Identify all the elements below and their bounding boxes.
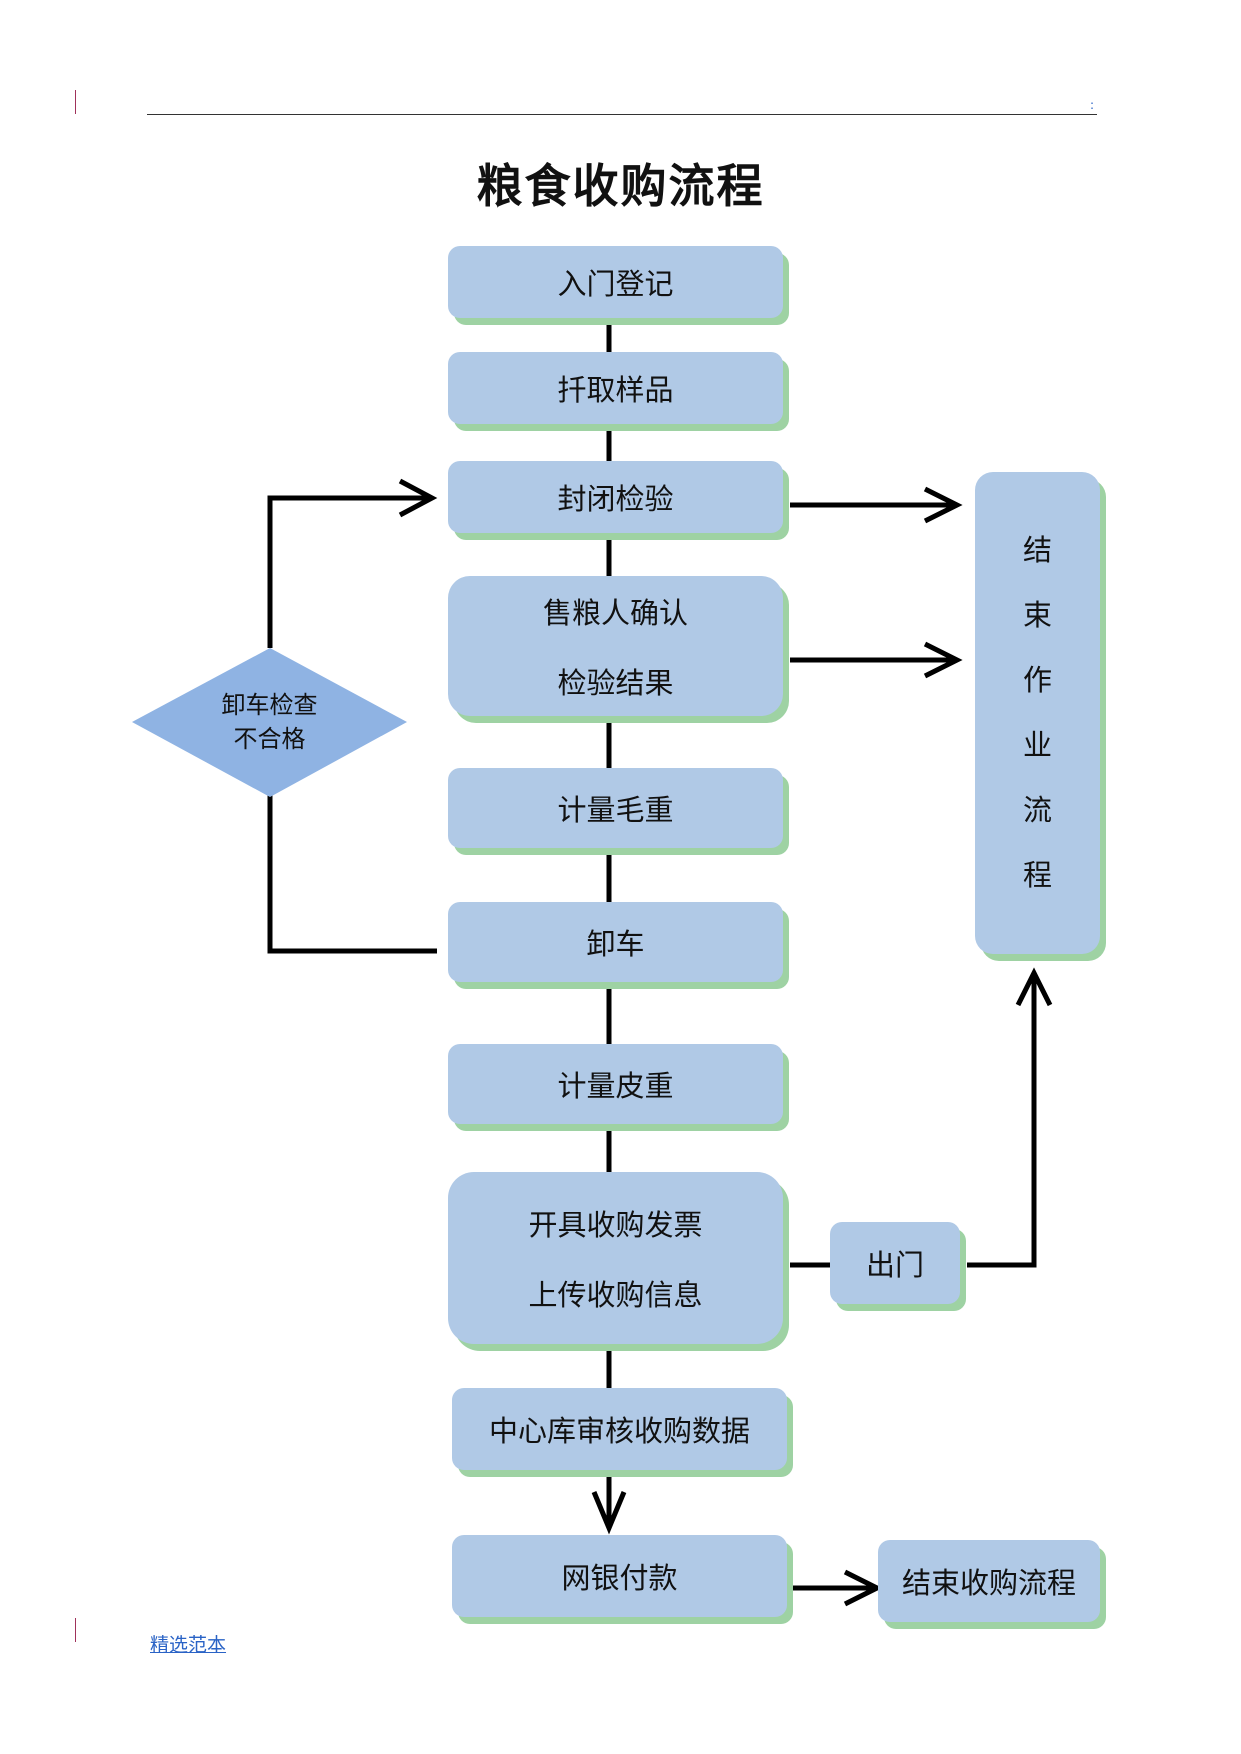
decision-line-1: 卸车检查: [221, 691, 318, 719]
header-mark: :: [1090, 98, 1095, 112]
end-operation-char: 业: [1022, 728, 1052, 762]
step-sampling: 扦取样品: [448, 352, 783, 424]
step-entry-registration: 入门登记: [448, 246, 783, 318]
step-label: 网银付款: [561, 1561, 678, 1595]
step-label: 扦取样品: [557, 373, 674, 407]
step-label: 中心库审核收购数据: [488, 1414, 750, 1448]
page-title: 粮食收购流程: [476, 159, 765, 213]
footer-link[interactable]: 精选范本: [150, 1634, 227, 1656]
crop-mark-top: [75, 90, 76, 114]
header-rule: [147, 114, 1097, 115]
loop-from-unload: [267, 795, 437, 954]
step-label-line-2: 上传收购信息: [528, 1278, 703, 1312]
step-label-line-2: 检验结果: [557, 666, 674, 700]
step-tare-weight: 计量皮重: [448, 1044, 783, 1124]
end-operation-char: 束: [1022, 598, 1052, 632]
decision-label: 卸车检查 不合格: [132, 688, 407, 756]
step-label-line-1: 售粮人确认: [542, 596, 688, 630]
step-label: 计量毛重: [557, 793, 674, 827]
step-label: 入门登记: [557, 267, 674, 301]
end-operation-char: 流: [1022, 793, 1052, 827]
crop-mark-bottom: [75, 1618, 76, 1642]
end-operation-char: 程: [1022, 858, 1052, 892]
step-label: 封闭检验: [557, 482, 674, 516]
exit-label: 出门: [865, 1248, 924, 1282]
step-invoice-upload: 开具收购发票 上传收购信息: [448, 1172, 783, 1344]
step-label-line-1: 开具收购发票: [528, 1208, 703, 1242]
step-center-review: 中心库审核收购数据: [452, 1388, 787, 1470]
line-exit-to-end: [967, 975, 1037, 1268]
step-sealed-inspection: 封闭检验: [448, 461, 783, 533]
decision-diamond: [132, 648, 407, 797]
end-purchase-box: 结束收购流程: [878, 1540, 1100, 1622]
end-operation-char: 作: [1022, 663, 1052, 697]
step-seller-confirm: 售粮人确认 检验结果: [448, 576, 783, 716]
step-label: 卸车: [586, 927, 645, 961]
arrow-to-payment: [591, 1491, 627, 1535]
step-label: 计量皮重: [557, 1069, 674, 1103]
end-operation-char: 结: [1022, 533, 1052, 567]
decision-line-2: 不合格: [233, 725, 306, 753]
end-purchase-label: 结束收购流程: [901, 1566, 1076, 1600]
exit-gate-box: 出门: [830, 1222, 960, 1304]
loop-to-inspection: [267, 495, 430, 648]
end-operation-box: 结 束 作 业 流 程: [975, 472, 1100, 954]
step-gross-weight: 计量毛重: [448, 768, 783, 848]
step-online-payment: 网银付款: [452, 1535, 787, 1617]
arrow-to-inspection-head: [398, 478, 438, 518]
step-unload: 卸车: [448, 902, 783, 982]
